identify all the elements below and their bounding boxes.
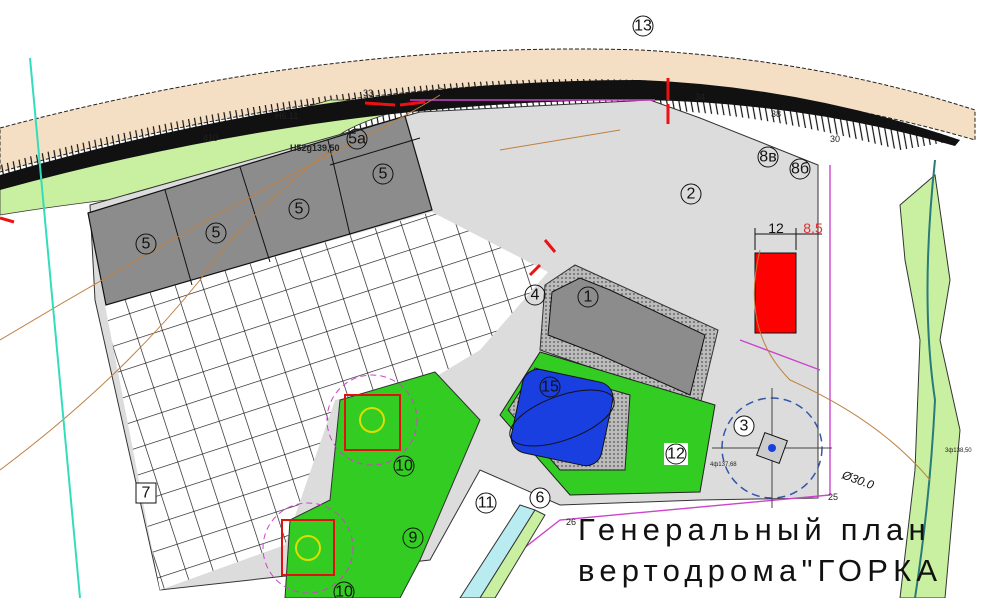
contour-line — [0, 94, 931, 481]
point-labels: 25 26 30 33 34 38 410 Н6 11 Н52g139,50 4… — [203, 88, 972, 527]
zone-8v: 8в — [759, 149, 776, 166]
stream — [914, 159, 937, 598]
zone-10: 10 — [395, 458, 413, 475]
zone-15: 15 — [541, 379, 559, 396]
zone-8b: 8б — [791, 161, 809, 178]
pool-15 — [510, 368, 614, 467]
helipad-square — [344, 394, 401, 451]
stream-strip — [899, 174, 961, 598]
road — [0, 80, 960, 190]
point-33: 33 — [363, 88, 373, 98]
point-38: 38 — [771, 109, 781, 119]
axis-line — [29, 57, 81, 598]
zone-13: 13 — [634, 18, 652, 35]
entry-arrow — [0, 78, 670, 277]
zone-2: 2 — [687, 186, 696, 203]
pad-offset-label: 8,5 — [803, 220, 823, 236]
circle-diameter-label: Ø30.0 — [839, 467, 876, 492]
zone-12: 12 — [667, 446, 685, 463]
helipad-circle — [295, 535, 321, 561]
point-h6: Н6 11 — [275, 111, 298, 121]
zone-labels: 13 5а 5 5 5 5 2 8в 8б 1 4 15 12 3 10 10 … — [135, 15, 811, 598]
point-26: 26 — [566, 517, 576, 527]
zone-6: 6 — [536, 490, 545, 507]
zone-10: 10 — [335, 584, 353, 598]
slope-hatching — [0, 79, 960, 205]
approach-circle — [326, 374, 418, 466]
helipad-red — [754, 252, 797, 334]
zone-5: 5 — [142, 236, 151, 253]
channel-green — [479, 509, 546, 598]
zone-5: 5 — [295, 201, 304, 218]
elevation-1: 4ф137,68 — [710, 462, 737, 468]
pad-3-marker — [768, 444, 776, 452]
elevation-2: 3ф138,50 — [945, 448, 972, 454]
zone-3: 3 — [740, 418, 749, 435]
zone-11: 11 — [478, 495, 495, 512]
point-30: 30 — [830, 134, 840, 144]
pool-ellipse — [509, 389, 615, 447]
zone-1: 1 — [584, 289, 593, 306]
plan-title-line1: Генеральный план — [578, 512, 931, 547]
zone-7: 7 — [142, 485, 151, 502]
zone-4: 4 — [531, 287, 540, 304]
dimension-line — [754, 228, 822, 250]
helipad-circle — [359, 407, 385, 433]
approach-circle — [262, 502, 354, 594]
point-34: 34 — [695, 92, 705, 102]
zone-5: 5 — [212, 225, 221, 242]
point-25: 25 — [828, 492, 838, 502]
plan-title-line2: вертодрома"ГОРКА — [578, 553, 943, 588]
point-410: 410 — [203, 133, 218, 143]
zone-9: 9 — [409, 530, 418, 547]
zone-5: 5 — [379, 166, 388, 183]
pad-width-label: 12 — [768, 220, 784, 236]
grid-paving — [105, 212, 548, 590]
point-h52: Н52g139,50 — [290, 143, 340, 153]
helipad-square — [281, 519, 335, 576]
zone-5a: 5а — [348, 131, 366, 148]
